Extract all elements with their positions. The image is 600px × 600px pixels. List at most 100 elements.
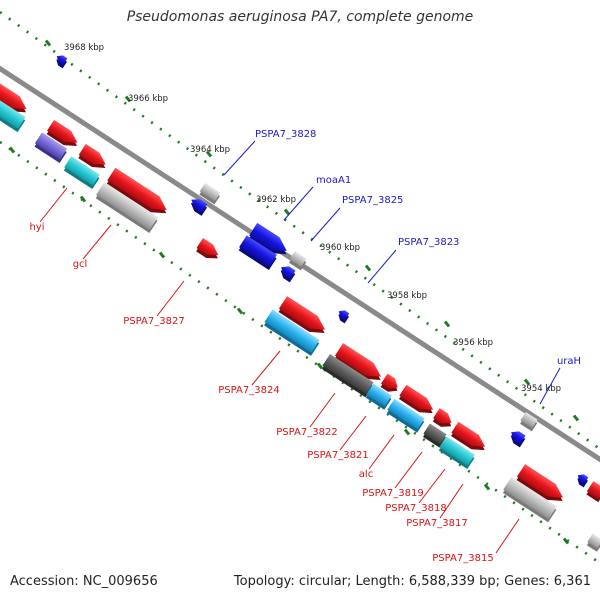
- kbp-tick-label: 3956 kbp: [453, 338, 493, 348]
- gene-arrow: [278, 296, 325, 333]
- gene-arrow: [516, 464, 563, 501]
- kbp-tick-1: [124, 95, 132, 103]
- lower-dot-track: [0, 140, 600, 565]
- gene-block: [586, 481, 600, 503]
- gene-features: [0, 55, 600, 552]
- leader-line: [223, 140, 256, 176]
- kbp-tick-7: [572, 414, 580, 422]
- gene-arrow: [432, 408, 452, 427]
- gene-block: [199, 182, 221, 205]
- leader-line: [310, 207, 341, 242]
- gene-arrow: [46, 119, 78, 147]
- forward-gene-label: PSPA7_3828: [255, 129, 316, 140]
- kbp-tick-3: [283, 208, 291, 216]
- reverse-gene-label: hyi: [29, 222, 44, 233]
- reverse-gene-label: alc: [359, 469, 373, 480]
- kbp-tick-label: 3968 kbp: [64, 43, 104, 53]
- gene-block: [289, 250, 307, 271]
- gene-block: [502, 477, 557, 523]
- leader-line: [339, 415, 367, 451]
- reverse-gene-label: PSPA7_3821: [307, 450, 368, 461]
- kbp-tick-4: [364, 264, 372, 272]
- reverse-gene-label: PSPA7_3818: [385, 503, 446, 514]
- gene-block: [422, 423, 447, 448]
- kbp-tick-label: 3958 kbp: [387, 291, 427, 301]
- upper-dot-track: [0, 10, 600, 451]
- gene-block: [264, 309, 320, 356]
- accession-label: Accession: NC_009656: [10, 574, 158, 589]
- gene-arrow: [106, 167, 167, 214]
- lower-tick-7: [562, 537, 570, 545]
- leader-line: [418, 468, 446, 504]
- gene-arrow: [510, 431, 526, 448]
- kbp-tick-6: [523, 378, 531, 386]
- gene-arrow: [196, 237, 219, 259]
- genome-summary-label: Topology: circular; Length: 6,588,339 bp…: [233, 574, 591, 589]
- kbp-tick-5: [443, 320, 451, 328]
- lower-tick-4: [316, 362, 324, 370]
- forward-gene-label: moaA1: [316, 175, 351, 186]
- lower-tick-1: [79, 195, 87, 203]
- reverse-gene-label: PSPA7_3815: [432, 553, 493, 564]
- kbp-tick-label: 3960 kbp: [320, 243, 360, 253]
- gene-arrow: [338, 310, 350, 324]
- gene-arrow: [450, 421, 486, 451]
- kbp-tick-marks: [8, 39, 580, 545]
- reverse-gene-label: PSPA7_3819: [362, 488, 423, 499]
- leader-line: [439, 483, 464, 519]
- lower-tick-6: [483, 483, 491, 491]
- gene-arrow: [248, 222, 287, 255]
- kbp-tick-label: 3964 kbp: [190, 145, 230, 155]
- leader-line: [309, 392, 336, 428]
- gene-arrow: [78, 143, 106, 168]
- lower-tick-2: [158, 251, 166, 259]
- leader-line: [368, 434, 395, 470]
- gene-arrow: [577, 474, 589, 488]
- gene-arrow: [380, 373, 398, 392]
- kbp-tick-2: [205, 150, 213, 158]
- forward-gene-label: uraH: [557, 356, 581, 367]
- gene-block: [34, 132, 68, 163]
- forward-gene-label: PSPA7_3823: [398, 237, 459, 248]
- gene-block: [520, 411, 538, 432]
- reverse-gene-label: PSPA7_3817: [406, 518, 467, 529]
- leader-line: [283, 186, 314, 221]
- leader-line: [156, 280, 185, 317]
- gene-arrow: [0, 79, 27, 113]
- lower-tick-5: [403, 428, 411, 436]
- reverse-gene-label: PSPA7_3822: [276, 427, 337, 438]
- gene-arrow: [280, 266, 296, 283]
- gene-block: [95, 182, 158, 234]
- gene-block: [322, 353, 374, 398]
- gene-block: [238, 235, 277, 271]
- gene-block: [386, 398, 425, 433]
- gene-block: [0, 95, 26, 133]
- gene-block: [63, 156, 100, 190]
- kbp-tick-0: [44, 39, 52, 47]
- leader-line: [394, 451, 423, 489]
- gene-block: [438, 436, 475, 470]
- gene-block: [365, 383, 392, 410]
- gene-labels: 3968 kbp 3966 kbp 3964 kbp 3962 kbp 3960 kbp…: [29, 43, 581, 564]
- gene-block: [586, 533, 600, 552]
- leader-line: [539, 367, 561, 405]
- kbp-tick-label: 3954 kbp: [521, 384, 561, 394]
- kbp-tick-label: 3966 kbp: [128, 94, 168, 104]
- leader-line: [495, 518, 520, 554]
- leader-line: [82, 224, 112, 260]
- gene-arrow: [190, 199, 208, 216]
- leader-line: [367, 249, 397, 284]
- leader-line: [39, 187, 68, 223]
- reverse-gene-label: PSPA7_3827: [123, 316, 184, 327]
- reverse-gene-label: PSPA7_3824: [218, 385, 279, 396]
- lower-tick-3: [236, 307, 244, 315]
- map-title: Pseudomonas aeruginosa PA7, complete gen…: [126, 9, 474, 25]
- reverse-gene-label: gcl: [73, 259, 88, 270]
- kbp-tick-label: 3962 kbp: [256, 195, 296, 205]
- gene-arrow: [334, 343, 381, 380]
- gene-arrow: [398, 384, 434, 414]
- forward-gene-label: PSPA7_3825: [342, 195, 403, 206]
- tick-dot-tracks: [0, 10, 600, 565]
- lower-tick-0: [8, 146, 16, 154]
